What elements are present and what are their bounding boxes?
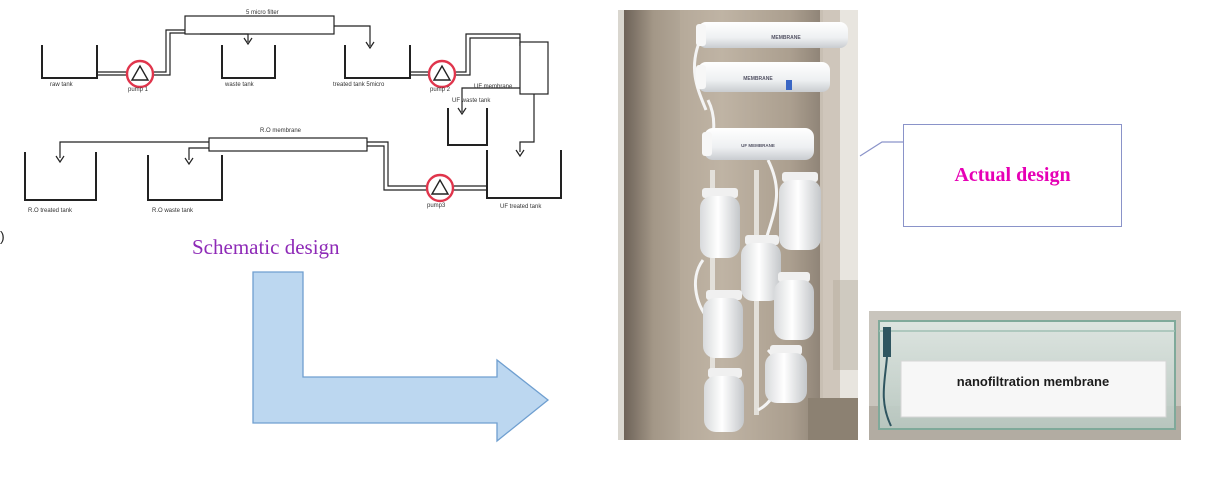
membrane-housing-2: MEMBRANE <box>696 62 830 92</box>
callout-pointer <box>859 141 903 157</box>
membrane-housing-1: MEMBRANE <box>696 22 848 48</box>
label-raw-tank: raw tank <box>50 82 74 88</box>
nanofiltration-photo: nanofiltration membrane <box>869 311 1181 440</box>
treated-tank-5micro <box>344 45 411 79</box>
pump-3 <box>425 173 455 203</box>
label-treated-tank: treated tank 5micro <box>333 82 385 88</box>
nanofiltration-card <box>900 360 1167 418</box>
raw-tank <box>41 45 98 79</box>
ro-membrane <box>208 137 368 152</box>
actual-design-photo: MEMBRANE MEMBRANE UF MEMBRANE <box>618 10 858 440</box>
label-pump3: pump3 <box>427 203 446 209</box>
membrane-housing-3-label: UF MEMBRANE <box>741 143 775 148</box>
ro-treated-tank <box>24 152 97 201</box>
label-uf-membrane: UF membrane <box>474 84 513 90</box>
membrane-housing-3: UF MEMBRANE <box>702 128 814 160</box>
schematic-diagram: 5 micro filter raw tank pump 1 waste tan… <box>24 10 562 214</box>
ro-waste-tank <box>147 155 223 201</box>
pump-2 <box>427 59 457 89</box>
label-ro-treated: R.O treated tank <box>28 208 73 214</box>
label-micro-filter: 5 micro filter <box>246 10 279 16</box>
callout-text: Actual design <box>954 164 1071 186</box>
label-ro-waste: R.O waste tank <box>152 208 194 214</box>
callout-box: Actual design <box>903 124 1122 227</box>
electrode <box>883 327 891 357</box>
pump-1 <box>125 59 155 89</box>
membrane-housing-2-label: MEMBRANE <box>743 76 773 82</box>
flow-arrow <box>252 271 550 443</box>
filter-canisters <box>700 172 821 432</box>
schematic-title: Schematic design <box>192 235 340 259</box>
uf-treated-tank <box>486 150 562 199</box>
waste-tank-top <box>221 45 276 79</box>
micro-filter-housing <box>184 15 335 35</box>
label-pump1: pump 1 <box>128 87 149 93</box>
nanofiltration-label: nanofiltration membrane <box>957 374 1109 389</box>
label-ro-membrane: R.O membrane <box>260 128 302 134</box>
label-waste-tank: waste tank <box>224 82 255 88</box>
membrane-housing-1-label: MEMBRANE <box>771 35 801 41</box>
label-uf-waste: UF waste tank <box>452 98 491 104</box>
stray-parenthesis: ) <box>0 228 5 244</box>
uf-waste-tank <box>447 108 488 146</box>
label-uf-treated: UF treated tank <box>500 204 542 210</box>
label-pump2: pump 2 <box>430 87 451 93</box>
